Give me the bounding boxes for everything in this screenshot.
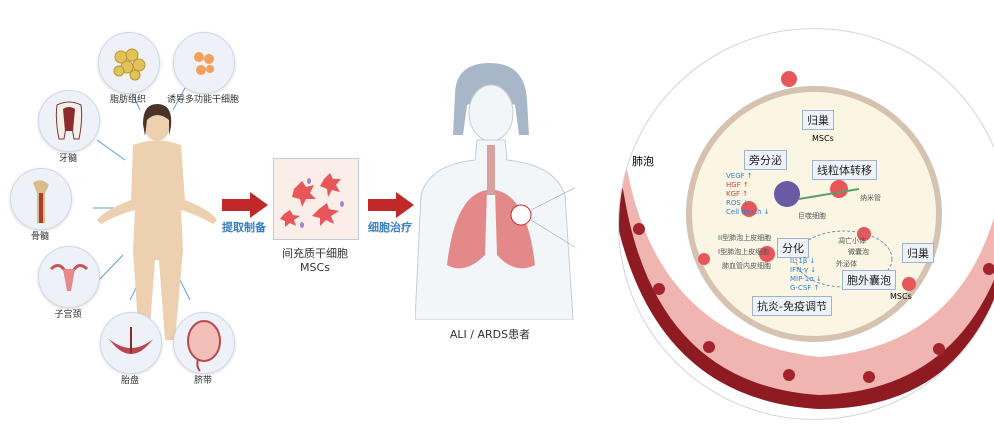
source-label: 子宫颈 (54, 310, 82, 320)
msc-label-right: MSCs (890, 292, 912, 301)
ev-apoptotic-body: 凋亡小体 (838, 237, 866, 245)
source-label: 胎盘 (120, 376, 140, 386)
arrow-right-icon (368, 192, 414, 218)
alveolus-detail-view (618, 28, 994, 420)
human-body-figure (93, 87, 217, 340)
factor-cell-death: Cell death ↓ (726, 208, 770, 216)
source-label: 脐带 (193, 376, 213, 386)
nanotube-label: 纳米管 (860, 194, 881, 202)
diff-cell-type-2: II型肺泡上皮细胞 (718, 234, 772, 242)
factor-kgf: KGF ↑ (726, 190, 749, 198)
cytokine-list: IL-1β ↓ IFN-γ ↓ MIP-1α ↓ G-CSF ↑ (790, 257, 822, 293)
ev-microvesicle: 微囊泡 (848, 248, 869, 256)
ev-exosome: 外泌体 (836, 260, 857, 268)
cytokine-mip1a: MIP-1α ↓ (790, 275, 822, 283)
patient-torso-figure (415, 63, 575, 320)
extracellular-vesicle-label: 胞外囊泡 (842, 270, 896, 290)
diff-endothelial: 肺血管内皮细胞 (722, 262, 771, 270)
msc-label-cn: 间充质干细胞 (282, 247, 348, 260)
factor-vegf: VEGF ↑ (726, 172, 753, 180)
cytokine-il1b: IL-1β ↓ (790, 257, 816, 265)
msc-culture-image (273, 158, 359, 240)
homing-label: 归巢 (802, 110, 834, 130)
factor-ros: ROS ↓ (726, 199, 749, 207)
ipsc-icon (173, 32, 235, 94)
tooth-icon (38, 90, 100, 152)
macrophage-label: 巨噬细胞 (798, 212, 826, 220)
bone-icon (10, 168, 72, 230)
source-label: 诱导多功能干细胞 (166, 95, 240, 105)
uterus-icon (38, 246, 100, 308)
homing-label-right: 归巢 (902, 243, 934, 263)
placenta-icon (100, 312, 162, 374)
adipose-tissue-icon (98, 32, 160, 94)
differentiation-label: 分化 (777, 238, 809, 258)
step-therapy-label: 细胞治疗 (368, 221, 412, 234)
factor-hgf: HGF ↑ (726, 181, 749, 189)
umbilical-cord-icon (173, 312, 235, 374)
msc-label: MSCs (812, 134, 834, 143)
cytokine-ifng: IFN-γ ↓ (790, 266, 817, 274)
paracrine-label: 旁分泌 (744, 150, 787, 170)
diff-cell-type-1: I型肺泡上皮细胞 (718, 248, 770, 256)
source-label: 骨髓 (30, 232, 50, 242)
msc-label-en: MSCs (300, 261, 330, 274)
alveolus-label: 肺泡 (632, 155, 654, 168)
patient-label: ALI / ARDS患者 (449, 328, 531, 341)
paracrine-factor-list: VEGF ↑ HGF ↑ KGF ↑ ROS ↓ Cell death ↓ (726, 172, 770, 217)
arrow-right-icon (222, 192, 268, 218)
cytokine-gcsf: G-CSF ↑ (790, 284, 820, 292)
immunomodulation-label: 抗炎-免疫调节 (752, 296, 832, 316)
source-label: 脂肪组织 (109, 95, 147, 105)
source-label: 牙髓 (58, 154, 78, 164)
step-extract-label: 提取制备 (222, 221, 266, 234)
mitochondrial-transfer-label: 线粒体转移 (812, 160, 877, 180)
